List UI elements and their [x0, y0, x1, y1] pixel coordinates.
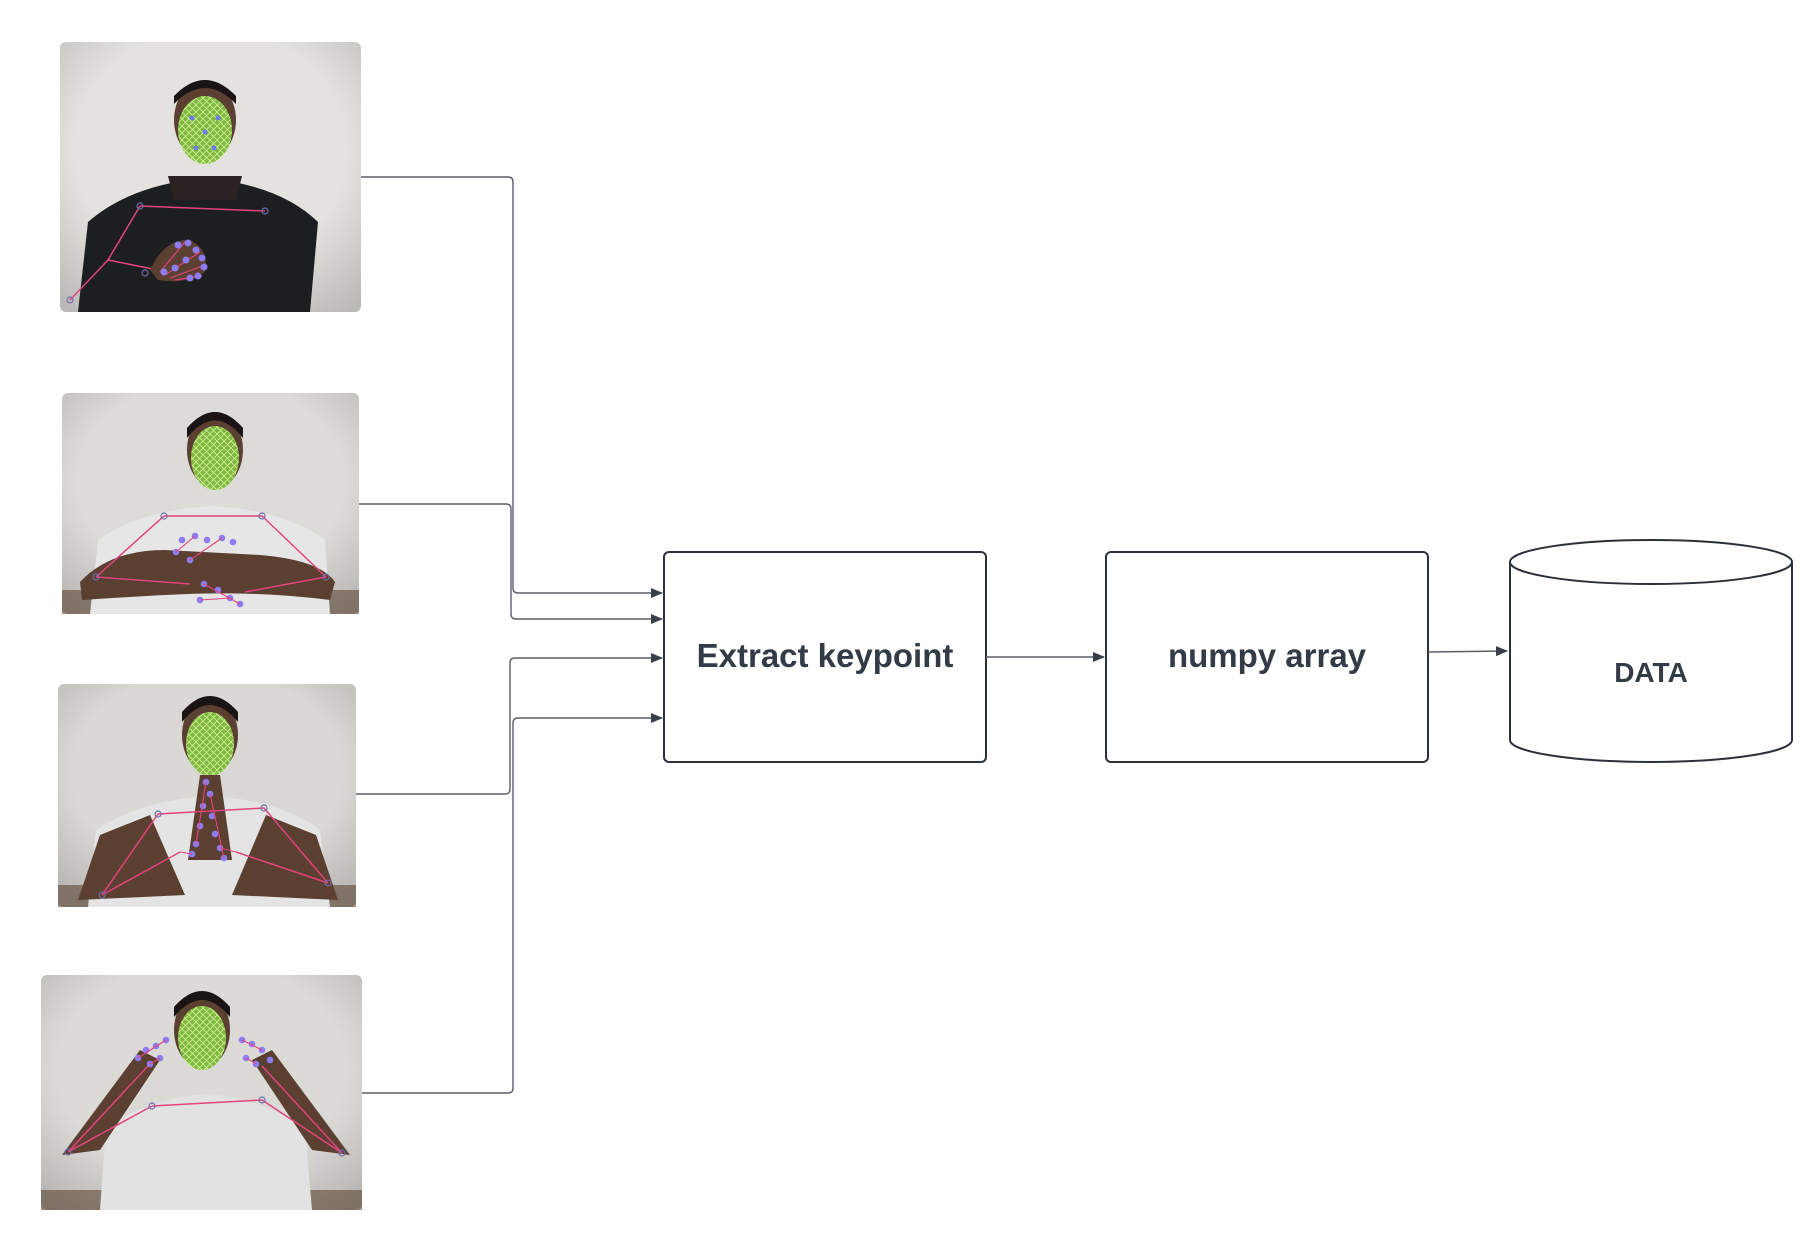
data-store-label: DATA	[1614, 657, 1688, 688]
input-frame-2	[62, 393, 359, 614]
input-frame-3	[58, 684, 356, 907]
connector-frame-4	[362, 713, 663, 1094]
connector-frame-2	[359, 503, 663, 624]
numpy-array-box[interactable]: numpy array	[1105, 551, 1429, 763]
connector-frame-3	[356, 653, 663, 795]
input-frame-1	[60, 42, 361, 312]
extract-keypoint-label: Extract keypoint	[697, 637, 954, 674]
connector-frame-1	[361, 176, 663, 598]
numpy-array-label: numpy array	[1168, 637, 1367, 674]
input-connectors	[356, 176, 663, 1094]
extract-keypoint-box[interactable]: Extract keypoint	[663, 551, 987, 763]
arrow-numpy-to-data	[1427, 646, 1508, 657]
input-frame-4	[41, 975, 362, 1210]
data-store-cylinder[interactable]: DATA	[1509, 539, 1793, 763]
